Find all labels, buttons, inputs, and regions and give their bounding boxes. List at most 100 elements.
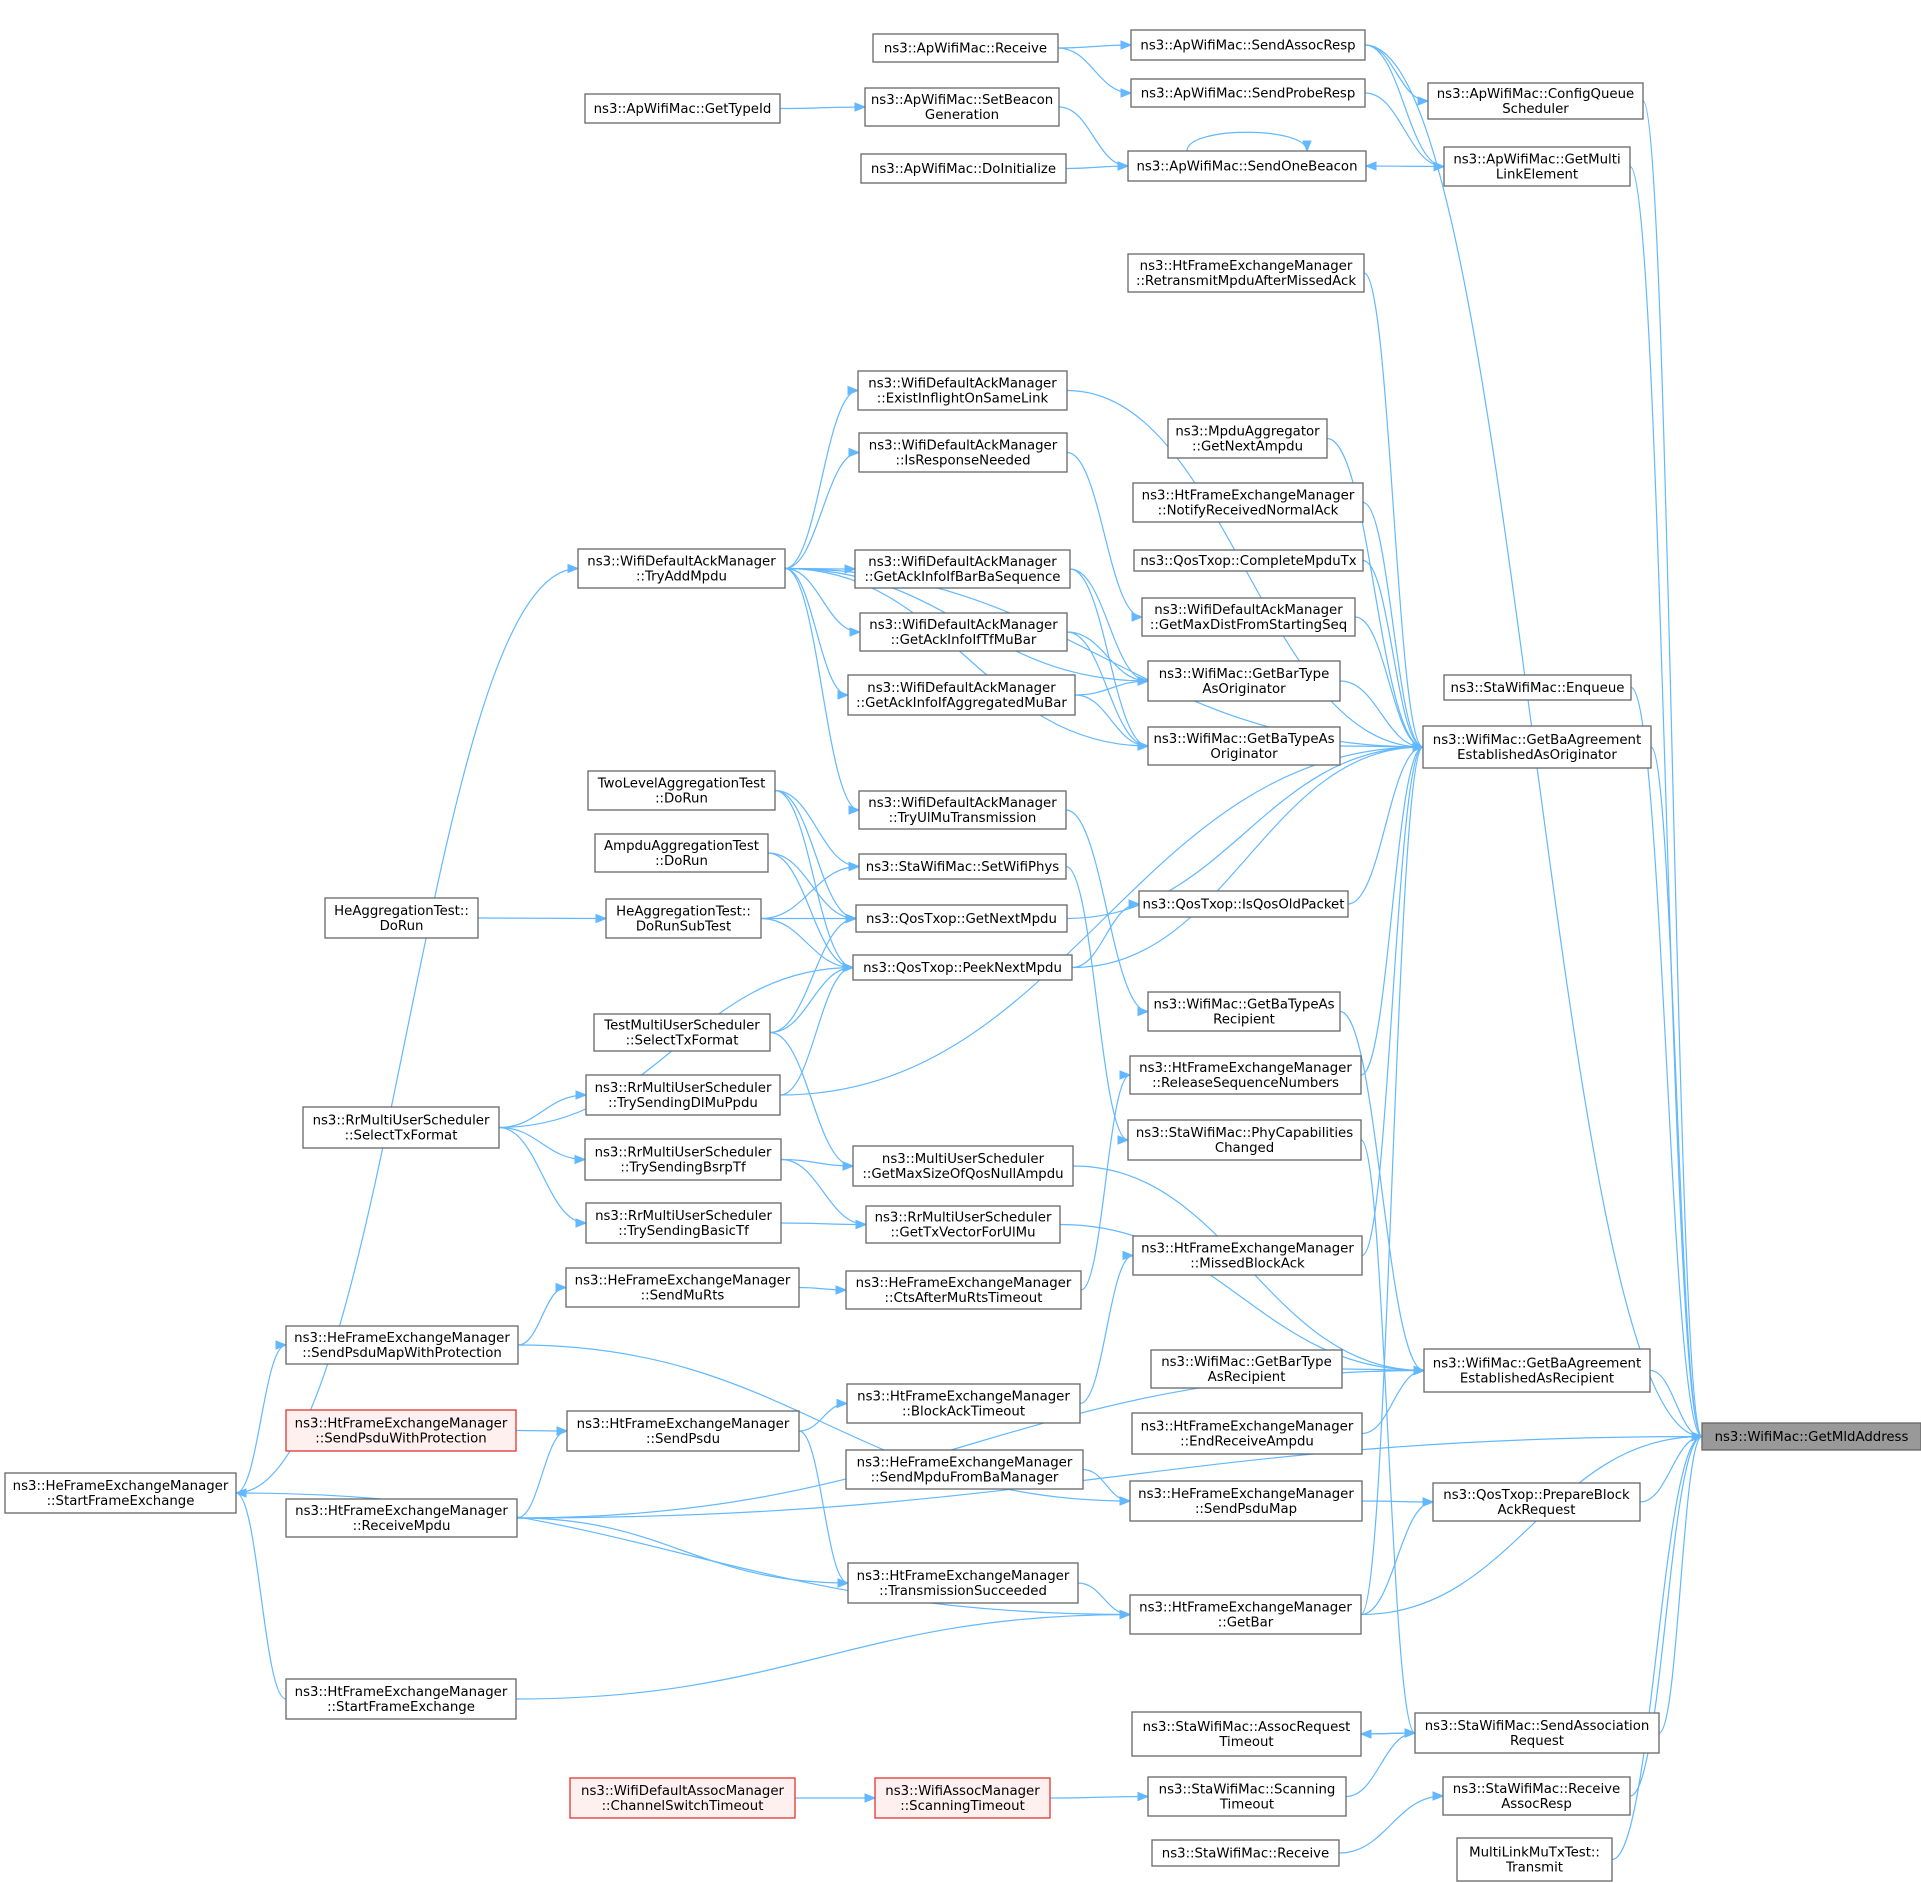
node-label-line: ::SendPsduMapWithProtection	[302, 1346, 502, 1361]
function-node[interactable]: ns3::ApWifiMac::DoInitialize	[860, 153, 1067, 184]
function-node[interactable]: ns3::HtFrameExchangeManager::NotifyRecei…	[1132, 482, 1364, 523]
function-node[interactable]: ns3::HeFrameExchangeManager::SendPsduMap	[1129, 1480, 1363, 1522]
node-label-line: ns3::WifiMac::GetBarType	[1161, 1355, 1332, 1370]
function-node[interactable]: ns3::StaWifiMac::SetWifiPhys	[858, 853, 1067, 880]
node-box	[1167, 418, 1328, 459]
function-node[interactable]: ns3::HtFrameExchangeManager::MissedBlock…	[1132, 1235, 1363, 1276]
node-label-line: ns3::WifiDefaultAckManager	[869, 618, 1058, 633]
function-node[interactable]: ns3::RrMultiUserScheduler::TrySendingBas…	[585, 1202, 782, 1244]
function-node[interactable]: ns3::WifiDefaultAckManager::GetAckInfoIf…	[854, 549, 1071, 589]
function-node[interactable]: ns3::HeFrameExchangeManager::SendPsduMap…	[285, 1325, 519, 1365]
call-edge	[1361, 1500, 1434, 1503]
node-box	[858, 853, 1067, 880]
function-node[interactable]: ns3::HtFrameExchangeManager::RetransmitM…	[1127, 253, 1365, 293]
function-node[interactable]: ns3::WifiDefaultAckManager::TryAddMpdu	[577, 548, 786, 589]
function-node[interactable]: ns3::WifiDefaultAckManager::TryUlMuTrans…	[858, 790, 1067, 830]
function-node[interactable]: ns3::WifiDefaultAckManager::GetAckInfoIf…	[847, 674, 1076, 716]
function-node[interactable]: ns3::WifiMac::GetBaAgreementEstablishedA…	[1423, 1348, 1651, 1393]
node-label-line: MultiLinkMuTxTest::	[1469, 1846, 1600, 1861]
function-node[interactable]: ns3::ApWifiMac::GetTypeId	[584, 93, 781, 124]
call-edge	[1629, 165, 1703, 1438]
function-node[interactable]: ns3::HeFrameExchangeManager::SendMuRts	[565, 1267, 800, 1308]
node-box	[1151, 1839, 1340, 1867]
function-node[interactable]: ns3::HeFrameExchangeManager::SendMpduFro…	[845, 1449, 1084, 1490]
call-edge	[769, 1031, 854, 1167]
arrowhead	[837, 1578, 850, 1588]
function-node[interactable]: ns3::ApWifiMac::SendOneBeacon	[1127, 150, 1367, 182]
function-node[interactable]: ns3::ApWifiMac::SendProbeResp	[1130, 78, 1366, 108]
node-box	[852, 954, 1073, 981]
call-edge	[498, 1126, 586, 1161]
arrowhead	[1417, 96, 1430, 106]
function-node[interactable]: ns3::HtFrameExchangeManager::GetBar	[1129, 1594, 1362, 1635]
function-node[interactable]: ns3::StaWifiMac::Receive	[1151, 1839, 1340, 1867]
function-node[interactable]: ns3::QosTxop::GetNextMpdu	[855, 904, 1068, 933]
function-node[interactable]: ns3::HtFrameExchangeManager::SendPsduWit…	[285, 1409, 517, 1452]
function-node[interactable]: ns3::QosTxop::PeekNextMpdu	[852, 954, 1073, 981]
function-node[interactable]: ns3::StaWifiMac::Enqueue	[1443, 674, 1632, 701]
call-edge	[1362, 501, 1424, 748]
function-node[interactable]: ns3::QosTxop::IsQosOldPacket	[1138, 890, 1349, 918]
function-node[interactable]: ns3::WifiDefaultAssocManager::ChannelSwi…	[569, 1777, 796, 1819]
function-node[interactable]: HeAggregationTest::DoRun	[324, 897, 479, 939]
function-node[interactable]: ns3::HtFrameExchangeManager::ReceiveMpdu	[285, 1498, 518, 1538]
function-node[interactable]: ns3::HtFrameExchangeManager::SendPsdu	[566, 1410, 800, 1452]
node-label-line: ::SendMuRts	[641, 1289, 725, 1304]
function-node[interactable]: ns3::HtFrameExchangeManager::ReleaseSequ…	[1129, 1055, 1362, 1095]
function-node[interactable]: MultiLinkMuTxTest::Transmit	[1456, 1837, 1613, 1882]
function-node[interactable]: ns3::StaWifiMac::ScanningTimeout	[1147, 1776, 1347, 1817]
root-function-node[interactable]: ns3::WifiMac::GetMldAddress	[1701, 1422, 1921, 1451]
function-node[interactable]: ns3::ApWifiMac::SendAssocResp	[1130, 29, 1366, 61]
arrowhead	[567, 563, 580, 574]
function-node[interactable]: ns3::MultiUserScheduler::GetMaxSizeOfQos…	[852, 1145, 1074, 1187]
node-box	[1127, 253, 1365, 293]
function-node[interactable]: ns3::WifiAssocManager::ScanningTimeout	[874, 1777, 1051, 1819]
function-node[interactable]: ns3::HtFrameExchangeManager::StartFrameE…	[285, 1678, 517, 1720]
arrowhead	[1131, 612, 1144, 622]
node-label-line: ns3::WifiMac::GetBaTypeAs	[1153, 732, 1334, 747]
call-edge	[1360, 1435, 1703, 1616]
function-node[interactable]: ns3::HeFrameExchangeManager::StartFrameE…	[4, 1472, 237, 1514]
call-edge	[516, 1430, 568, 1519]
function-node[interactable]: ns3::WifiDefaultAckManager::GetAckInfoIf…	[859, 612, 1068, 652]
node-box	[845, 1449, 1084, 1490]
function-node[interactable]: TestMultiUserScheduler::SelectTxFormat	[593, 1013, 771, 1052]
call-edge	[1650, 746, 1703, 1438]
function-node[interactable]: ns3::HtFrameExchangeManager::BlockAckTim…	[846, 1383, 1081, 1424]
function-node[interactable]: ns3::MpduAggregator::GetNextAmpdu	[1167, 418, 1328, 459]
function-node[interactable]: ns3::WifiDefaultAckManager::ExistInfligh…	[857, 370, 1068, 411]
function-node[interactable]: TwoLevelAggregationTest::DoRun	[587, 770, 776, 811]
function-node[interactable]: ns3::QosTxop::CompleteMpduTx	[1133, 549, 1364, 572]
node-label-line: AsRecipient	[1208, 1370, 1286, 1385]
function-node[interactable]: ns3::RrMultiUserScheduler::TrySendingBsr…	[584, 1138, 782, 1181]
function-node[interactable]: ns3::ApWifiMac::Receive	[872, 33, 1059, 63]
function-node[interactable]: HeAggregationTest::DoRunSubTest	[605, 898, 762, 939]
function-node[interactable]: ns3::RrMultiUserScheduler::TrySendingDlM…	[585, 1074, 781, 1116]
node-label-line: ns3::HtFrameExchangeManager	[1139, 1061, 1352, 1076]
function-node[interactable]: ns3::WifiMac::GetBaAgreementEstablishedA…	[1422, 725, 1652, 769]
function-node[interactable]: ns3::HeFrameExchangeManager::CtsAfterMuR…	[845, 1270, 1082, 1310]
function-node[interactable]: ns3::RrMultiUserScheduler::SelectTxForma…	[302, 1106, 500, 1149]
function-node[interactable]: ns3::HtFrameExchangeManager::EndReceiveA…	[1131, 1412, 1363, 1455]
function-node[interactable]: ns3::HtFrameExchangeManager::Transmissio…	[847, 1562, 1079, 1604]
node-label-line: Recipient	[1213, 1013, 1275, 1028]
function-node[interactable]: ns3::WifiDefaultAckManager::GetMaxDistFr…	[1141, 597, 1356, 637]
node-label-line: AmpduAggregationTest	[604, 839, 759, 854]
node-label-line: ns3::HtFrameExchangeManager	[1141, 1420, 1354, 1435]
function-node[interactable]: ns3::WifiDefaultAckManager::IsResponseNe…	[858, 432, 1068, 473]
arrowhead	[1117, 161, 1130, 171]
function-node[interactable]: AmpduAggregationTest::DoRun	[594, 833, 769, 873]
function-node[interactable]: ns3::RrMultiUserScheduler::GetTxVectorFo…	[865, 1205, 1061, 1244]
